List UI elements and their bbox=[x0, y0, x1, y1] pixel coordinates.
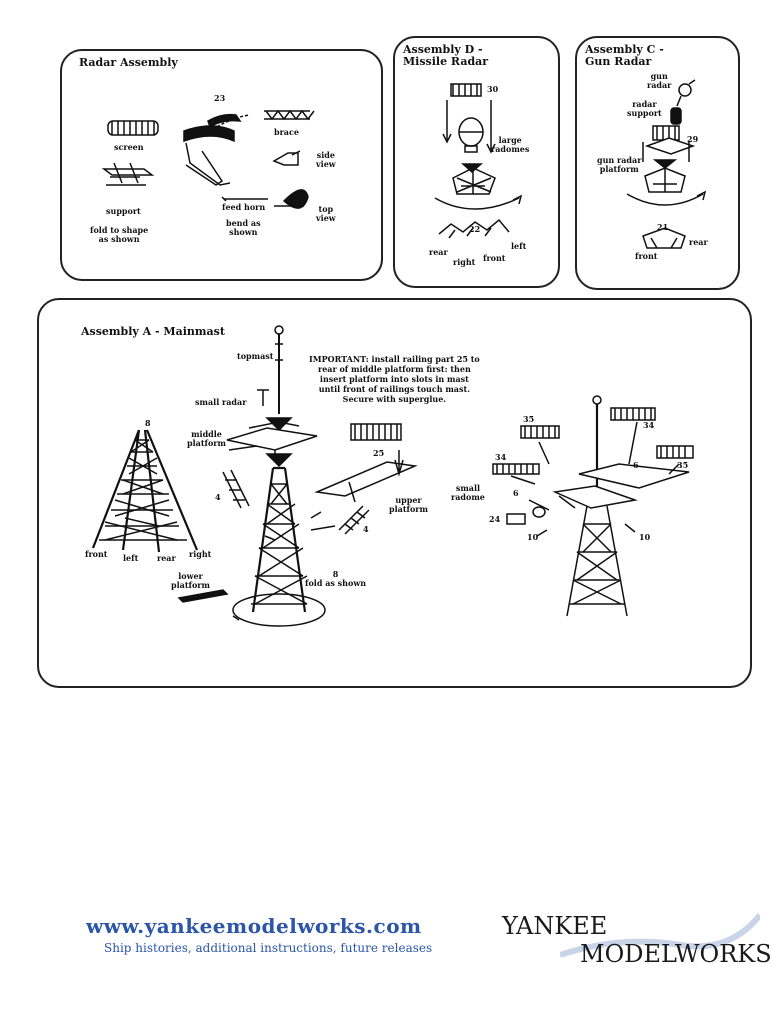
label-middle-platform: middle platform bbox=[187, 429, 226, 448]
label-radar-support: radar support bbox=[627, 99, 662, 118]
label-part-34-left: 34 bbox=[495, 452, 507, 462]
label-a-right: right bbox=[189, 549, 212, 559]
label-brace: brace bbox=[274, 127, 299, 137]
assembly-a-panel: Assembly A - Mainmast IMPORTANT: install… bbox=[37, 298, 752, 688]
assembly-c-illustration bbox=[626, 79, 707, 249]
label-part-34-right: 34 bbox=[643, 420, 655, 430]
label-gun-radar-platform: gun radar platform bbox=[597, 155, 642, 174]
label-fold-to-shape: fold to shape as shown bbox=[90, 225, 149, 244]
label-d-rear: rear bbox=[429, 247, 448, 257]
label-a-left: left bbox=[123, 553, 139, 563]
assembly-d-title: Assembly D - Missile Radar bbox=[403, 43, 489, 68]
label-part-23: 23 bbox=[214, 93, 226, 103]
label-part-6-right: 6 bbox=[633, 460, 639, 470]
assembly-d-panel: Assembly D - Missile Radar 30 large rado… bbox=[393, 36, 560, 288]
label-part-22: 22 bbox=[469, 224, 481, 234]
assembly-c-title: Assembly C - Gun Radar bbox=[585, 43, 664, 68]
label-part-24: 24 bbox=[489, 514, 501, 524]
label-d-front: front bbox=[483, 253, 506, 263]
label-small-radome: small radome bbox=[451, 483, 485, 502]
assembly-a-title: Assembly A - Mainmast bbox=[81, 325, 225, 338]
label-part-21: 21 bbox=[657, 222, 669, 232]
label-part-10-right: 10 bbox=[639, 532, 651, 542]
label-part-8-fold: 8 fold as shown bbox=[305, 569, 367, 588]
label-side-view: side view bbox=[316, 150, 336, 169]
radar-assembly-title: Radar Assembly bbox=[79, 56, 178, 69]
label-topmast: topmast bbox=[237, 351, 274, 361]
label-small-radar: small radar bbox=[195, 397, 247, 407]
label-support: support bbox=[106, 206, 141, 216]
radar-assembly-illustration bbox=[101, 109, 315, 209]
assembly-c-panel: Assembly C - Gun Radar gun radar radar s… bbox=[575, 36, 740, 290]
label-c-rear: rear bbox=[689, 237, 708, 247]
label-large-radomes: large radomes bbox=[491, 135, 530, 154]
label-part-4-left: 4 bbox=[215, 492, 221, 502]
label-top-view: top view bbox=[316, 204, 336, 223]
label-gun-radar: gun radar bbox=[647, 71, 672, 90]
logo-modelworks: MODELWORKS bbox=[580, 940, 772, 968]
label-a-rear: rear bbox=[157, 553, 176, 563]
assembly-d-illustration bbox=[434, 83, 523, 239]
label-c-front: front bbox=[635, 251, 658, 261]
label-part-4-right: 4 bbox=[363, 524, 369, 534]
logo-yankee: YANKEE bbox=[502, 912, 608, 940]
label-bend-as-shown: bend as shown bbox=[226, 218, 261, 237]
label-part-8-top: 8 bbox=[145, 418, 151, 428]
label-part-6-left: 6 bbox=[513, 488, 519, 498]
label-part-25: 25 bbox=[373, 448, 385, 458]
mainmast-illustration bbox=[91, 325, 694, 627]
radar-assembly-panel: Radar Assembly screen support fold to sh… bbox=[60, 49, 383, 281]
label-screen: screen bbox=[114, 142, 144, 152]
label-part-35-right: 35 bbox=[677, 460, 689, 470]
label-d-left: left bbox=[511, 241, 527, 251]
website-link[interactable]: www.yankeemodelworks.com bbox=[86, 914, 422, 938]
label-part-35-left: 35 bbox=[523, 414, 535, 424]
label-d-right: right bbox=[453, 257, 476, 267]
important-note: IMPORTANT: install railing part 25 to re… bbox=[309, 354, 480, 404]
label-lower-platform: lower platform bbox=[171, 571, 210, 590]
label-part-30: 30 bbox=[487, 84, 499, 94]
label-part-29: 29 bbox=[687, 134, 699, 144]
label-feed-horn: feed horn bbox=[222, 202, 266, 212]
footer-tagline: Ship histories, additional instructions,… bbox=[104, 941, 433, 955]
label-a-front: front bbox=[85, 549, 108, 559]
label-part-10-left: 10 bbox=[527, 532, 539, 542]
label-upper-platform: upper platform bbox=[389, 495, 428, 514]
logo-swoosh-graphic bbox=[560, 913, 760, 958]
